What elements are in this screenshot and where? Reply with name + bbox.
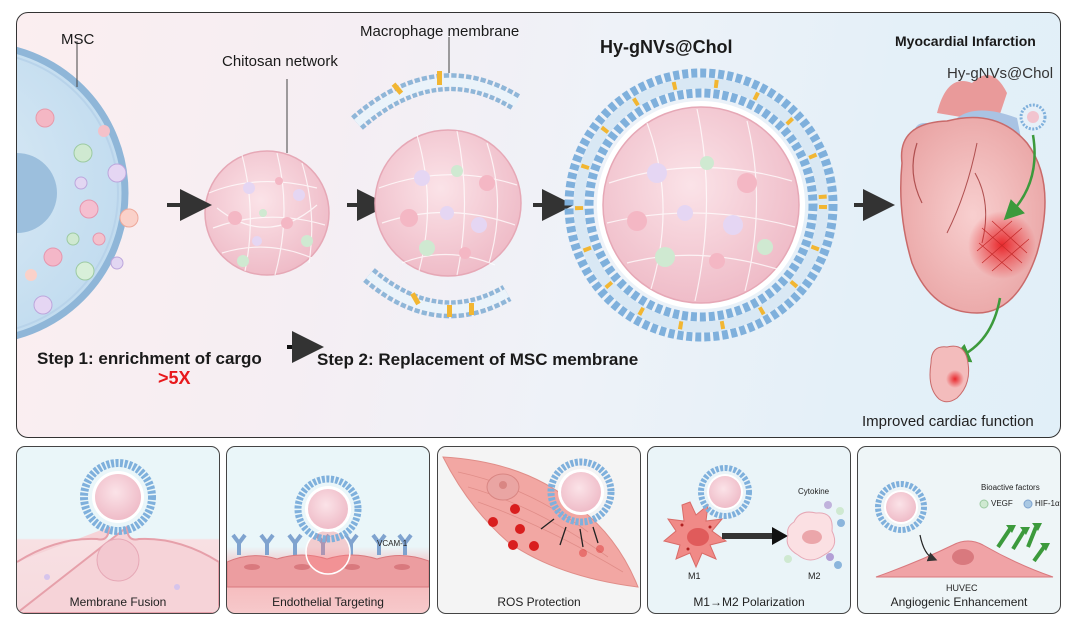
panel-caption: M1→M2 Polarization [693, 595, 805, 609]
vcam-receptor-icon [231, 533, 413, 555]
enrichment-fold-label: >5X [158, 368, 191, 388]
m2-label: M2 [808, 571, 821, 581]
panel-membrane-fusion: Membrane Fusion [16, 446, 220, 614]
endothelial-targeting-illustration [227, 475, 429, 588]
hy-gnvs-chol-vesicle-icon [564, 68, 838, 342]
recovered-heart-icon [929, 345, 970, 403]
coated-core-icon [374, 129, 522, 277]
step2-label: Step 2: Replacement of MSC membrane [317, 350, 639, 369]
polarization-illustration [662, 465, 845, 569]
huvec-label: HUVEC [946, 583, 978, 593]
msc-cell-icon [17, 46, 139, 340]
improved-function-label: Improved cardiac function [862, 413, 1034, 430]
angiogenic-illustration [875, 481, 1054, 578]
vegf-legend-icon [979, 499, 989, 509]
main-illustration [17, 37, 1047, 403]
cytokine-label: Cytokine [798, 487, 830, 496]
panel-caption: Membrane Fusion [69, 595, 167, 609]
hif-legend-icon [1023, 499, 1033, 509]
chitosan-core-icon [204, 150, 330, 276]
ros-protection-illustration [442, 456, 639, 588]
mi-particle-label: Hy-gNVs@Chol [947, 65, 1054, 82]
panel-caption: Angiogenic Enhancement [890, 595, 1028, 609]
panel-angiogenic-enhancement: Bioactive factors VEGF HIF-1α HUVEC Angi… [857, 446, 1061, 614]
infarcted-heart-icon [900, 75, 1046, 314]
panel-ros-protection: ROS Protection [437, 446, 641, 614]
polarization-arrow [772, 527, 788, 545]
step1-label: Step 1: enrichment of cargo [37, 349, 262, 368]
hif-label: HIF-1α [1035, 499, 1060, 508]
secretion-arrows-icon [996, 526, 1046, 563]
panel-m1-m2-polarization: Cytokine M1 M2 M1→M2 Polarization [647, 446, 851, 614]
mi-title: Myocardial Infarction [895, 33, 1036, 49]
bioactive-factors-title: Bioactive factors [981, 483, 1040, 492]
vcam-label: VCAM-1 [377, 539, 408, 548]
vegf-label: VEGF [991, 499, 1013, 508]
main-schematic-panel: MSC Chitosan network Macrophage membrane… [16, 12, 1061, 438]
ros-molecule-icon [488, 504, 604, 557]
particle-icon [1019, 103, 1047, 131]
product-title: Hy-gNVs@Chol [600, 37, 733, 57]
delivery-arrow [1003, 134, 1036, 221]
panel-caption: ROS Protection [497, 595, 581, 609]
chitosan-label: Chitosan network [222, 53, 338, 70]
msc-label: MSC [61, 31, 95, 48]
macrophage-membrane-label: Macrophage membrane [360, 23, 520, 40]
membrane-fusion-illustration [17, 459, 219, 613]
m1-label: M1 [688, 571, 701, 581]
panel-caption: Endothelial Targeting [272, 595, 384, 609]
panel-endothelial-targeting: VCAM-1 Endothelial Targeting [226, 446, 430, 614]
